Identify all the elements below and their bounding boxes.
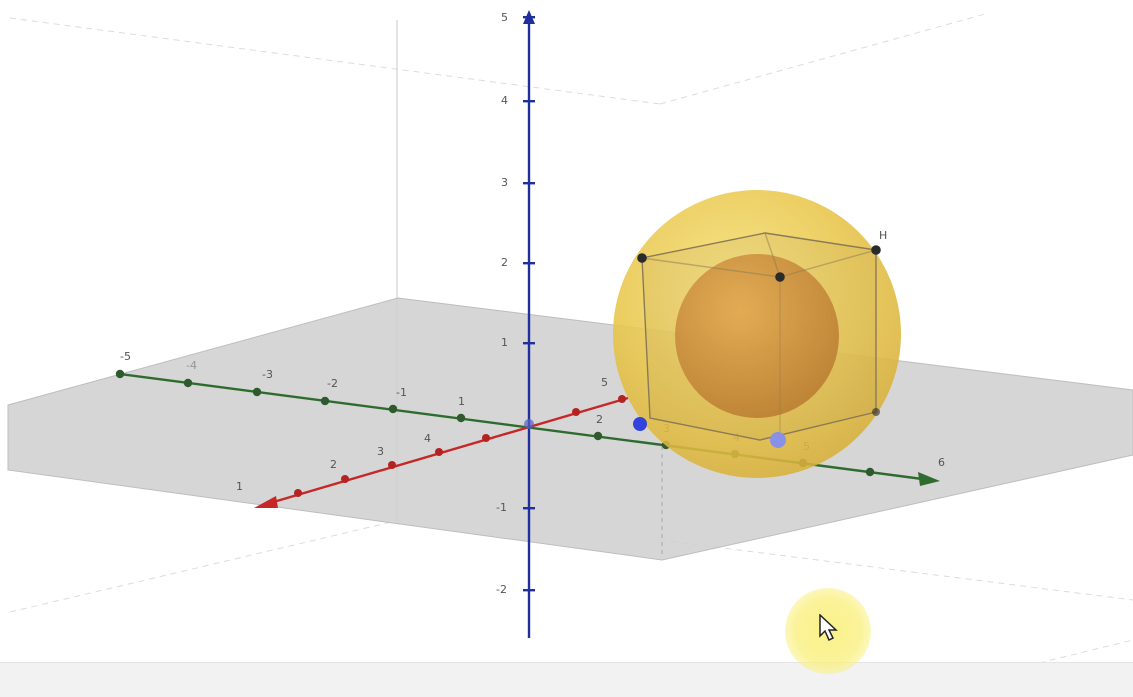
z-tick-label: 1 <box>501 336 508 349</box>
z-axis-tick-marks <box>523 16 535 592</box>
mouse-pointer-icon <box>819 614 838 642</box>
y-tick-label: 6 <box>938 456 945 469</box>
inscribed-sphere[interactable] <box>675 254 839 418</box>
y-tick-label: -1 <box>396 386 407 399</box>
y-tick-label: -4 <box>186 359 197 372</box>
xy-plane[interactable] <box>7 297 1133 561</box>
geometry-objects[interactable]: H <box>613 190 901 478</box>
z-axis[interactable]: 5 4 3 2 1 -1 -2 <box>496 10 535 638</box>
x-axis-tick-marks <box>294 395 626 497</box>
cube-vertex[interactable] <box>775 272 785 282</box>
blue-point[interactable] <box>633 417 647 431</box>
point-label-H: H <box>879 229 887 242</box>
light-blue-point[interactable] <box>770 432 786 448</box>
x-tick-label: 2 <box>330 458 337 471</box>
cube-vertex[interactable] <box>637 253 647 263</box>
y-tick-label: -3 <box>262 368 273 381</box>
x-tick-label: 3 <box>377 445 384 458</box>
cube-vertex[interactable] <box>872 408 880 416</box>
z-tick-label: 5 <box>501 11 508 24</box>
z-tick-label: 4 <box>501 94 508 107</box>
x-tick-label: 1 <box>236 480 243 493</box>
bounding-box-lines <box>9 13 1133 697</box>
y-tick-label: 2 <box>596 413 603 426</box>
y-tick-label: 1 <box>458 395 465 408</box>
x-axis-arrow-icon <box>254 496 278 508</box>
z-tick-label: 3 <box>501 176 508 189</box>
z-tick-label: -2 <box>496 583 507 596</box>
y-axis-arrow-icon <box>918 472 940 486</box>
origin-point[interactable] <box>524 419 534 429</box>
x-tick-label: 5 <box>601 376 608 389</box>
y-tick-label: -2 <box>327 377 338 390</box>
x-tick-label: 4 <box>424 432 431 445</box>
cube[interactable] <box>641 232 877 441</box>
y-tick-label: -5 <box>120 350 131 363</box>
cube-vertex-H[interactable] <box>871 245 881 255</box>
bottom-status-bar <box>0 662 1133 697</box>
z-tick-label: -1 <box>496 501 507 514</box>
x-axis[interactable]: 1 2 3 4 5 <box>236 376 629 508</box>
z-tick-label: 2 <box>501 256 508 269</box>
